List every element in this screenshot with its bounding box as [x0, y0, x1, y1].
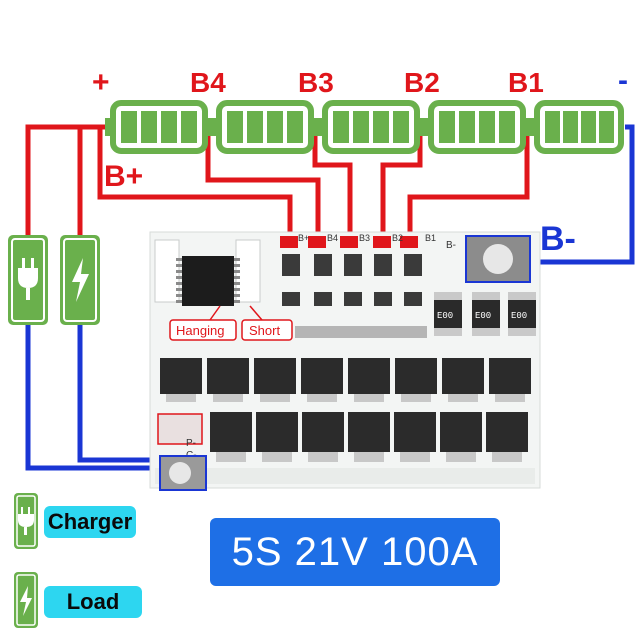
- battery-cell: [423, 100, 531, 154]
- legend-load-icon: [14, 572, 38, 628]
- positive-wires: [25, 124, 530, 240]
- b-plus-label: B+: [104, 160, 143, 193]
- mosfet-row-bottom: [210, 412, 528, 462]
- pad-label-b2: B2: [392, 233, 403, 243]
- legend-charger-icon: [14, 493, 38, 549]
- smd-components: [282, 254, 422, 306]
- negative-wires: [25, 124, 635, 471]
- pad-label-b3: B3: [359, 233, 370, 243]
- tap-label-b3: B3: [298, 67, 334, 98]
- battery-cell: [317, 100, 425, 154]
- short-label: Short: [249, 323, 280, 338]
- pad-label-b1: B1: [425, 233, 436, 243]
- minus-terminal-label: -: [618, 64, 628, 97]
- tap-label-b2: B2: [404, 67, 440, 98]
- battery-pack: [105, 100, 624, 154]
- mosfet-row-top: [160, 358, 531, 402]
- battery-cell: [529, 100, 624, 154]
- p-minus-label: P-: [186, 438, 196, 449]
- legend-load-label: Load: [44, 586, 142, 618]
- p-minus-pad: [157, 413, 203, 445]
- bms-board: B+ B4 B3 B2 B1 B-: [149, 231, 541, 491]
- hanging-label: Hanging: [176, 323, 224, 338]
- plug-icon: [18, 258, 38, 300]
- battery-cell: [105, 100, 213, 154]
- plus-terminal-label: +: [92, 66, 110, 99]
- b-minus-pad: [465, 235, 531, 283]
- sense-pads: [280, 236, 418, 248]
- legend-charger-label: Charger: [44, 506, 136, 538]
- battery-cell: [211, 100, 319, 154]
- resistor-code-1: E00: [437, 311, 453, 321]
- c-minus-pad: [159, 455, 207, 491]
- spec-banner: 5S 21V 100A: [210, 518, 500, 586]
- b-minus-label: B-: [540, 220, 576, 258]
- board-b-minus-label: B-: [446, 240, 456, 251]
- control-ic: [154, 239, 261, 306]
- shunt-resistors: [434, 292, 536, 336]
- lightning-bolt-icon: [72, 258, 89, 302]
- pad-label-b4: B4: [327, 233, 338, 243]
- tap-label-b1: B1: [508, 67, 544, 98]
- resistor-code-2: E00: [475, 311, 491, 321]
- resistor-code-3: E00: [511, 311, 527, 321]
- hanging-callout: Hanging: [169, 319, 237, 341]
- short-callout: Short: [241, 319, 293, 341]
- tap-label-b4: B4: [190, 67, 226, 98]
- pad-label-b-plus: B+: [298, 233, 309, 243]
